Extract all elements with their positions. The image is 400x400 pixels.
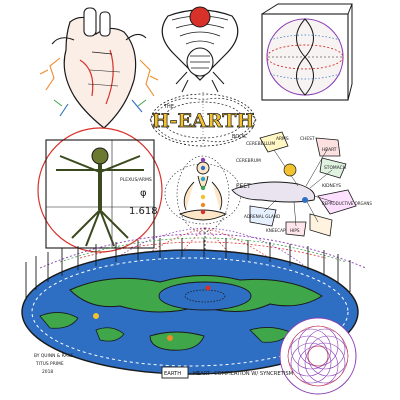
label-arms: ARMS (276, 136, 289, 142)
scarab-beetle-icon (161, 6, 239, 93)
credit-line-1: BY QUINN & RANE (34, 353, 74, 359)
label-kidneys: KIDNEYS (322, 183, 341, 189)
label-stomach: STOMACH (324, 165, 346, 171)
label-cerebrum: CEREBRUM (236, 158, 261, 164)
caption-rest: COMPILATION W/ SYNCRETISM (214, 371, 293, 377)
title-small-right: BOOK (232, 134, 247, 140)
caption: EARTH HEART COMPILATION W/ SYNCRETISM (161, 366, 293, 379)
credit-line-3: 2018 (42, 369, 53, 375)
anatomical-heart-icon (39, 7, 159, 129)
caption-earth: EARTH (164, 371, 181, 377)
label-kneecap: KNEECAP (266, 228, 286, 233)
sphere-in-cube-icon (261, 3, 353, 101)
phi-symbol: φ (140, 188, 147, 199)
meditating-figure-icon (164, 155, 242, 233)
label-feet: FEET (236, 183, 251, 190)
label-chest: CHEST (300, 136, 315, 142)
label-cerebellum: CEREBELLUM (246, 141, 275, 147)
spiral-rosette-icon (279, 317, 357, 395)
label-hips: HIPS (290, 228, 300, 233)
flat-earth-dome-icon (21, 238, 359, 375)
caption-heart: HEART (193, 371, 211, 377)
page-title: H-EARTH (152, 110, 255, 132)
label-heart: HEART (322, 147, 337, 153)
label-adrenal-gland: ADRENAL GLAND (244, 214, 280, 219)
credit-line-2: TITUS PRIME (35, 361, 64, 367)
reflexology-map (231, 131, 357, 237)
label-reproductive-organs: REPRODUCTIVE ORGANS (322, 201, 372, 206)
title-small-left: THE (163, 104, 174, 110)
vitruvian-label: PLEXUS/ARMS (120, 177, 152, 183)
credit-block: BY QUINN & RANE TITUS PRIME 2018 (34, 353, 74, 375)
vitruvian-man-icon (37, 127, 163, 253)
title-field (149, 92, 257, 148)
phi-value: 1.618 (129, 206, 158, 217)
